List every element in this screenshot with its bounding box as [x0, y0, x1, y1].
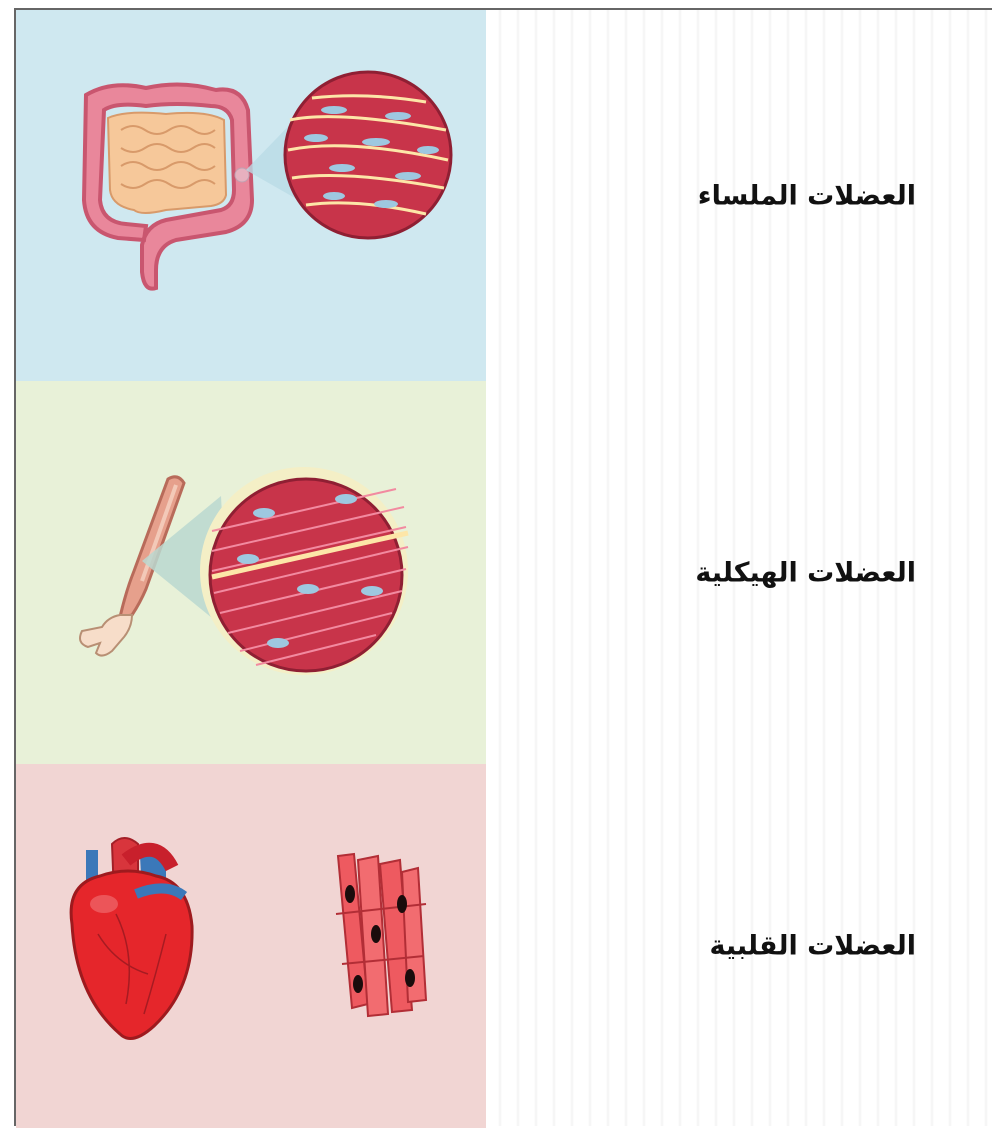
muscle-types-table: العضلات الملساء	[14, 8, 992, 1126]
smooth-muscle-label: العضلات الملساء	[698, 180, 916, 211]
row-smooth-muscle: العضلات الملساء	[16, 10, 992, 381]
skeletal-muscle-image-cell	[16, 381, 486, 764]
row-cardiac-muscle: العضلات القلبية	[16, 764, 992, 1128]
cardiac-muscle-label: العضلات القلبية	[709, 931, 916, 962]
skeletal-muscle-illustration	[16, 381, 486, 764]
skeletal-muscle-label: العضلات الهيكلية	[695, 557, 916, 588]
smooth-muscle-tissue-illustration	[285, 72, 451, 238]
cardiac-muscle-illustration	[16, 764, 486, 1128]
intestine-illustration	[84, 84, 252, 288]
smooth-muscle-illustration	[16, 10, 486, 381]
smooth-muscle-image-cell	[16, 10, 486, 381]
heart-illustration	[71, 838, 192, 1039]
cardiac-muscle-tissue-illustration	[336, 854, 426, 1016]
row-skeletal-muscle: العضلات الهيكلية	[16, 381, 992, 764]
cardiac-muscle-image-cell	[16, 764, 486, 1128]
